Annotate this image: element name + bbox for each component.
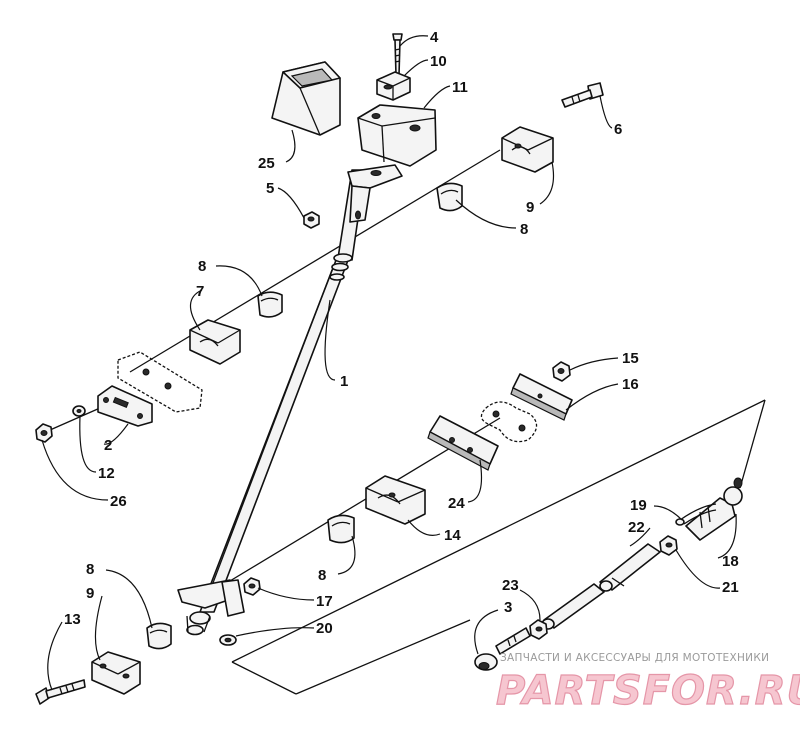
tie-rod (541, 543, 661, 630)
gasket-right (480, 401, 538, 443)
callout-20: 20 (316, 620, 333, 637)
callout-5: 5 (266, 180, 274, 197)
callout-26: 26 (110, 493, 127, 510)
nut-15 (552, 361, 571, 382)
callout-9-upper: 9 (526, 199, 534, 216)
nut-left (35, 423, 53, 443)
callout-3: 3 (504, 599, 512, 616)
callout-15: 15 (622, 350, 639, 367)
tie-rod-end (685, 477, 743, 541)
washer-left (72, 405, 86, 417)
nut-21 (659, 535, 678, 556)
bushing-mid-right (327, 514, 355, 544)
callout-7: 7 (196, 283, 204, 300)
callout-16: 16 (622, 376, 639, 393)
callout-8-lower: 8 (86, 561, 94, 578)
callout-24: 24 (448, 495, 465, 512)
callout-2: 2 (104, 437, 112, 454)
nut-17 (243, 577, 261, 596)
cap-block (376, 71, 411, 101)
lower-clamp (365, 475, 426, 525)
leader-lines (41, 35, 737, 691)
callout-10: 10 (430, 53, 447, 70)
lower-clamp-left (91, 651, 141, 695)
nut-23 (529, 619, 548, 640)
callout-21: 21 (722, 579, 739, 596)
watermark-tagline: ЗАПЧАСТИ И АКСЕССУАРЫ ДЛЯ МОТОТЕХНИКИ (500, 652, 769, 664)
callout-25: 25 (258, 155, 275, 172)
assembly-centerlines (49, 149, 766, 695)
callout-8-mid-right: 8 (318, 567, 326, 584)
plate-2 (97, 385, 153, 427)
callout-19: 19 (630, 497, 647, 514)
callout-4: 4 (430, 29, 439, 46)
bolt-top (392, 33, 403, 76)
callout-8-mid-left: 8 (198, 258, 206, 275)
watermark-logo: PARTSFOR.RU (496, 668, 800, 714)
cotter-pin (675, 503, 717, 526)
callout-23: 23 (502, 577, 519, 594)
plate-16 (510, 373, 573, 421)
callout-1: 1 (340, 373, 348, 390)
bolt-13 (35, 679, 86, 705)
upper-clamp (501, 126, 554, 173)
callout-22: 22 (628, 519, 645, 536)
callout-18: 18 (722, 553, 739, 570)
callout-12: 12 (98, 465, 115, 482)
upper-bracket (357, 104, 437, 167)
callout-14: 14 (444, 527, 461, 544)
callout-17: 17 (316, 593, 333, 610)
callout-labels: 4 10 11 25 5 6 9 8 8 7 1 2 12 26 15 16 2… (64, 29, 739, 637)
ball-joint (474, 627, 531, 671)
bushing-lower-left (146, 622, 172, 650)
washer-20 (219, 634, 237, 646)
mid-clamp (189, 319, 241, 365)
bolt-6 (561, 82, 604, 108)
nut-5 (303, 211, 320, 229)
column-cover (271, 61, 341, 136)
callout-9-lower: 9 (86, 585, 94, 602)
callout-6: 6 (614, 121, 622, 138)
callout-11: 11 (452, 79, 468, 96)
gasket-left (117, 351, 203, 413)
bushing-mid-left (257, 291, 283, 318)
watermark: ЗАПЧАСТИ И АКСЕССУАРЫ ДЛЯ МОТОТЕХНИКИ PA… (495, 652, 800, 715)
steering-post (177, 164, 403, 636)
bushing-upper-right (436, 182, 463, 212)
callout-8-upper: 8 (520, 221, 528, 238)
callout-13: 13 (64, 611, 81, 628)
plate-24 (427, 415, 499, 471)
